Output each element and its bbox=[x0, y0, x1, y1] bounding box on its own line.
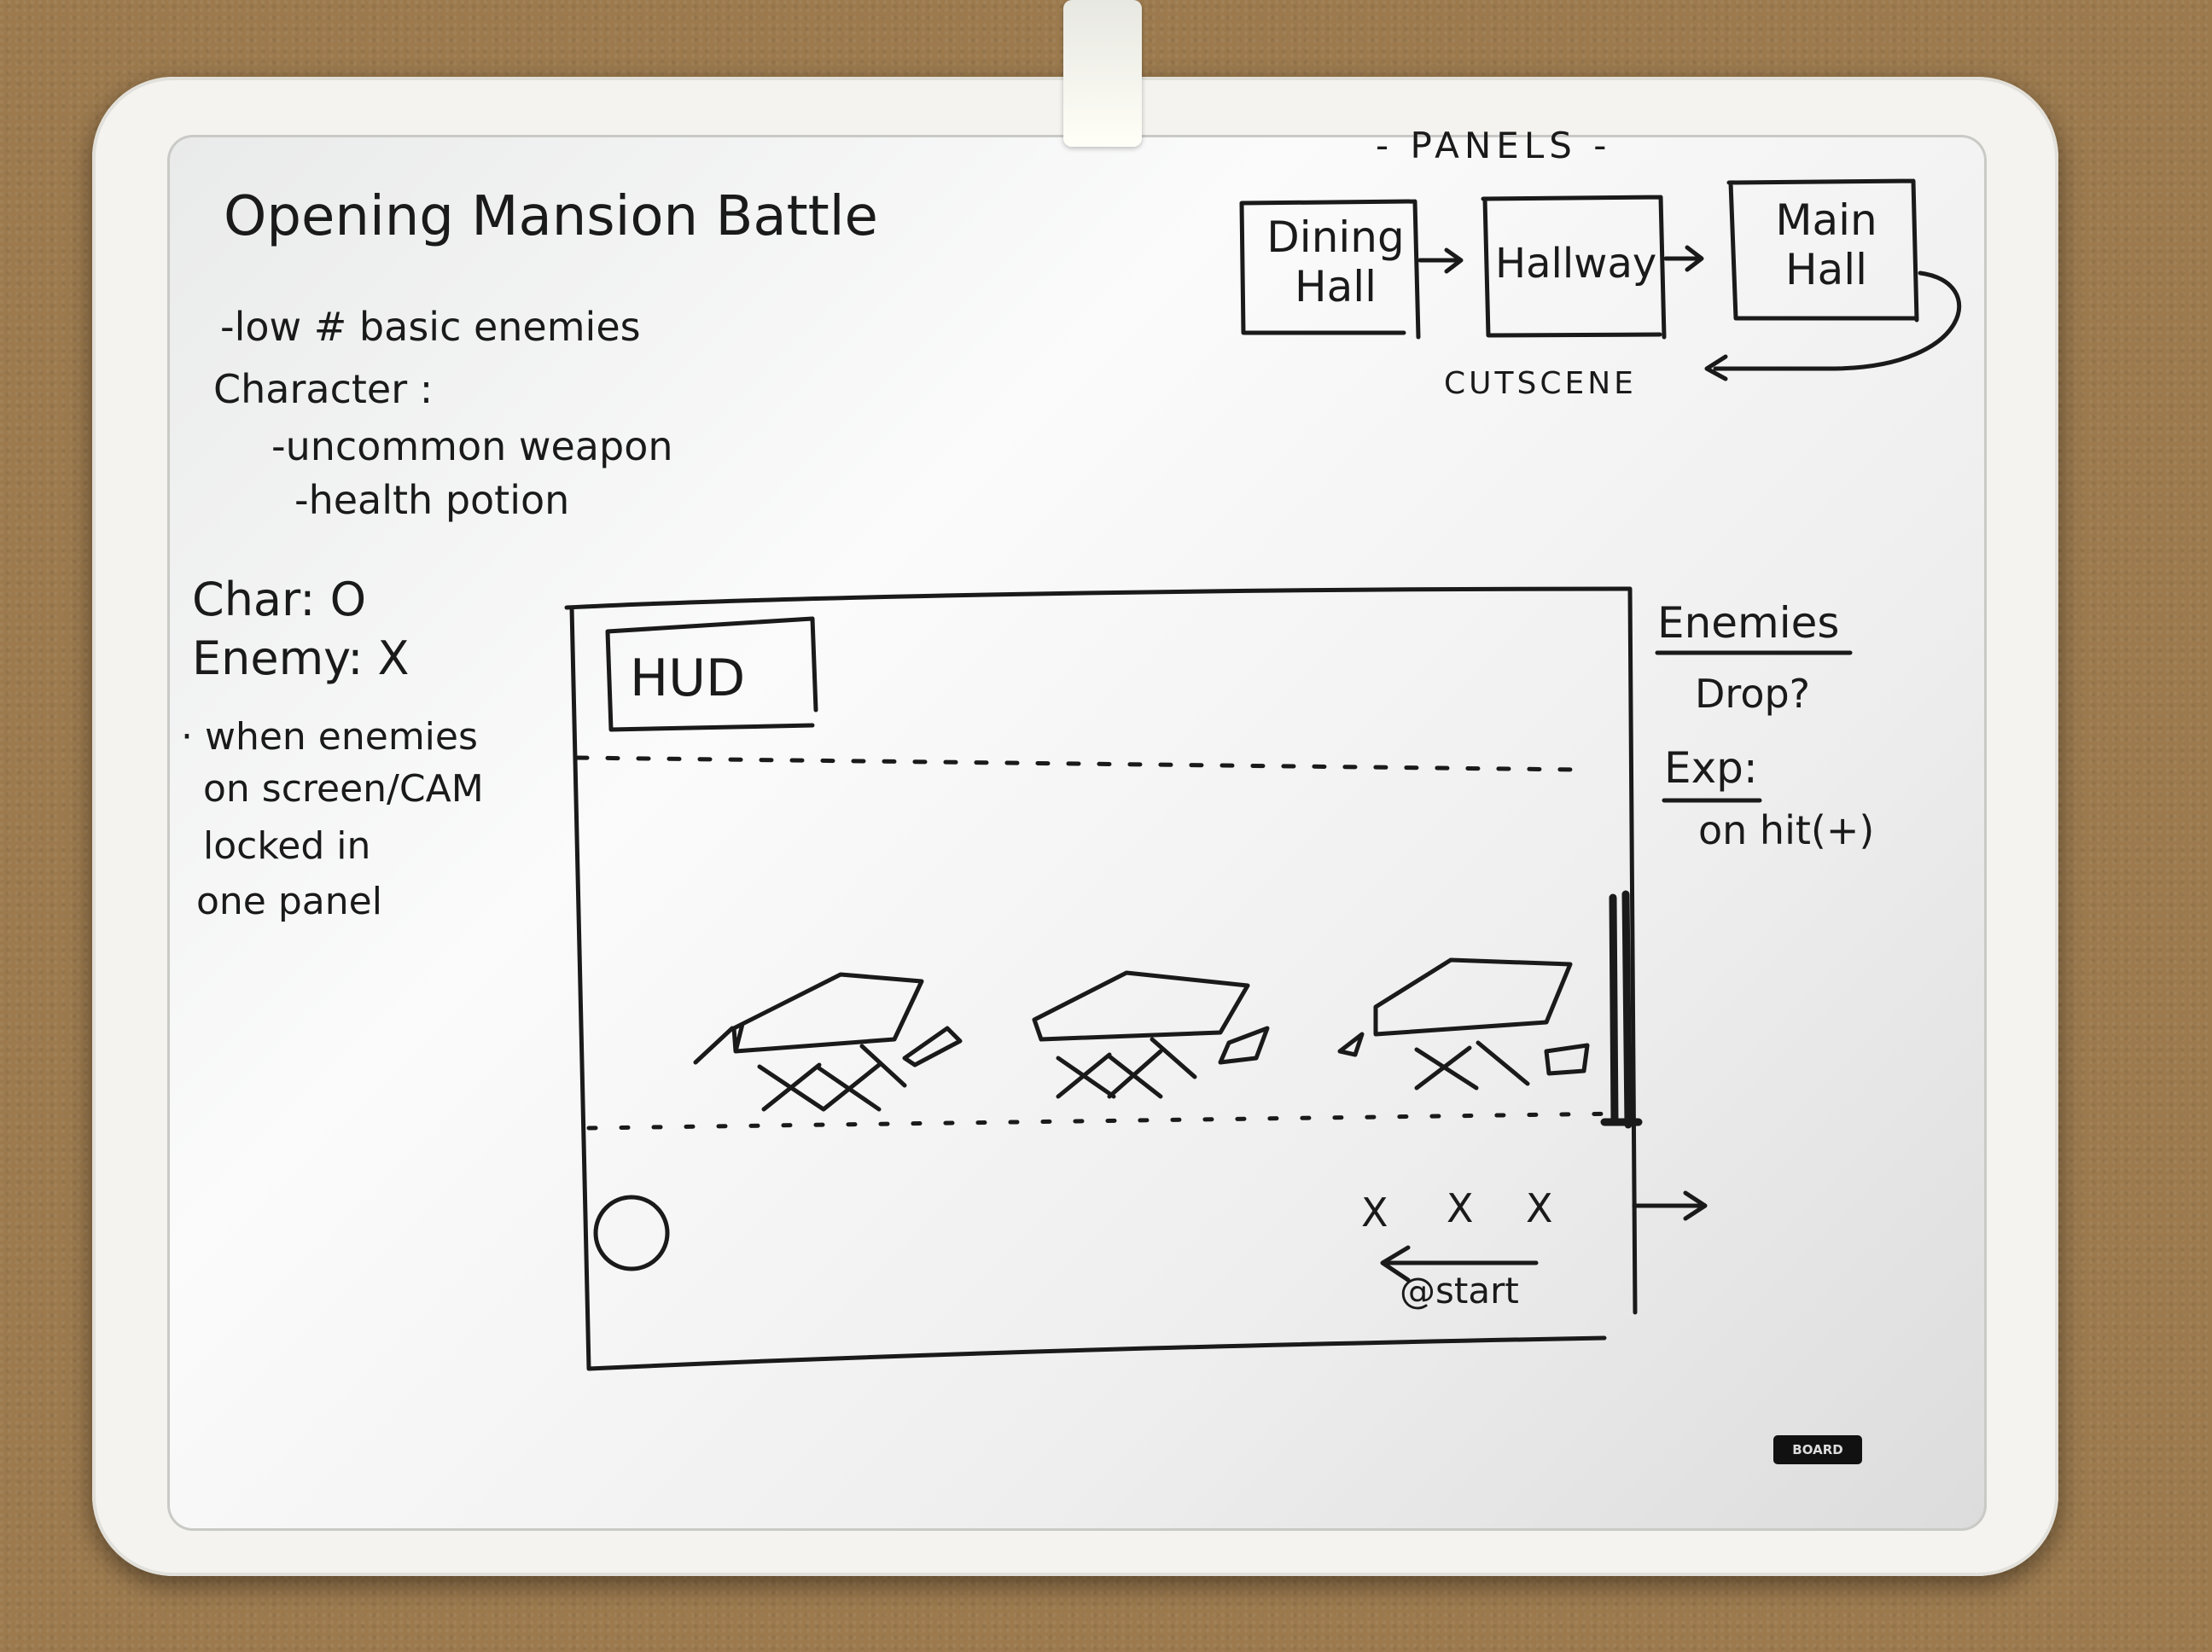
brand-logo: BOARD bbox=[1773, 1435, 1862, 1464]
enemy-mark-2: X bbox=[1447, 1185, 1474, 1231]
player-character-circle bbox=[593, 1195, 670, 1271]
camera-note-line-3: locked in bbox=[203, 824, 371, 868]
panel-arrow-1 bbox=[1417, 247, 1464, 274]
board-title: Opening Mansion Battle bbox=[224, 185, 878, 248]
enemy-mark-1: X bbox=[1361, 1190, 1388, 1236]
dining-table-1 bbox=[693, 972, 963, 1112]
exp-value: on hit(+) bbox=[1698, 807, 1875, 853]
camera-note-line-4: one panel bbox=[196, 880, 382, 923]
legend-enemy: Enemy: X bbox=[192, 631, 410, 685]
panel-label-main-hall: Main Hall bbox=[1775, 195, 1877, 294]
upper-boundary-line bbox=[574, 755, 1581, 772]
panels-header: - PANELS - bbox=[1376, 125, 1612, 166]
dining-table-2 bbox=[1032, 970, 1270, 1099]
cutscene-label: CUTSCENE bbox=[1444, 366, 1637, 401]
panel-label-dining-hall: Dining Hall bbox=[1266, 212, 1405, 311]
hanging-clip bbox=[1063, 0, 1142, 147]
whiteboard-surface bbox=[167, 135, 1987, 1531]
door-post bbox=[1600, 890, 1643, 1129]
panel-box-dining-hall bbox=[1239, 199, 1421, 340]
drop-label: Drop? bbox=[1695, 671, 1811, 717]
game-screen-frame bbox=[564, 586, 1638, 1371]
enemy-mark-3: X bbox=[1526, 1185, 1553, 1231]
note-health-potion: -health potion bbox=[294, 477, 570, 523]
note-uncommon-weapon: -uncommon weapon bbox=[271, 423, 673, 469]
hud-label: HUD bbox=[630, 649, 746, 708]
note-low-basic-enemies: -low # basic enemies bbox=[220, 304, 641, 350]
legend-char: Char: O bbox=[192, 573, 367, 626]
exp-heading: Exp: bbox=[1664, 743, 1758, 793]
exit-arrow bbox=[1632, 1190, 1708, 1221]
dining-table-3 bbox=[1337, 957, 1590, 1091]
enemies-heading: Enemies bbox=[1657, 598, 1840, 648]
panel-box-hallway bbox=[1481, 195, 1667, 340]
lower-boundary-line bbox=[586, 1111, 1624, 1131]
note-character: Character : bbox=[213, 366, 434, 412]
cutscene-arrow bbox=[1704, 270, 1962, 381]
start-label: @start bbox=[1400, 1270, 1519, 1312]
panel-box-main-hall bbox=[1726, 178, 1919, 323]
start-arrow bbox=[1380, 1245, 1539, 1283]
panel-label-hallway: Hallway bbox=[1495, 240, 1657, 288]
hud-box bbox=[605, 616, 818, 732]
panel-arrow-2 bbox=[1663, 245, 1704, 272]
camera-note-line-1: · when enemies bbox=[181, 715, 478, 759]
camera-note-line-2: on screen/CAM bbox=[203, 767, 484, 811]
